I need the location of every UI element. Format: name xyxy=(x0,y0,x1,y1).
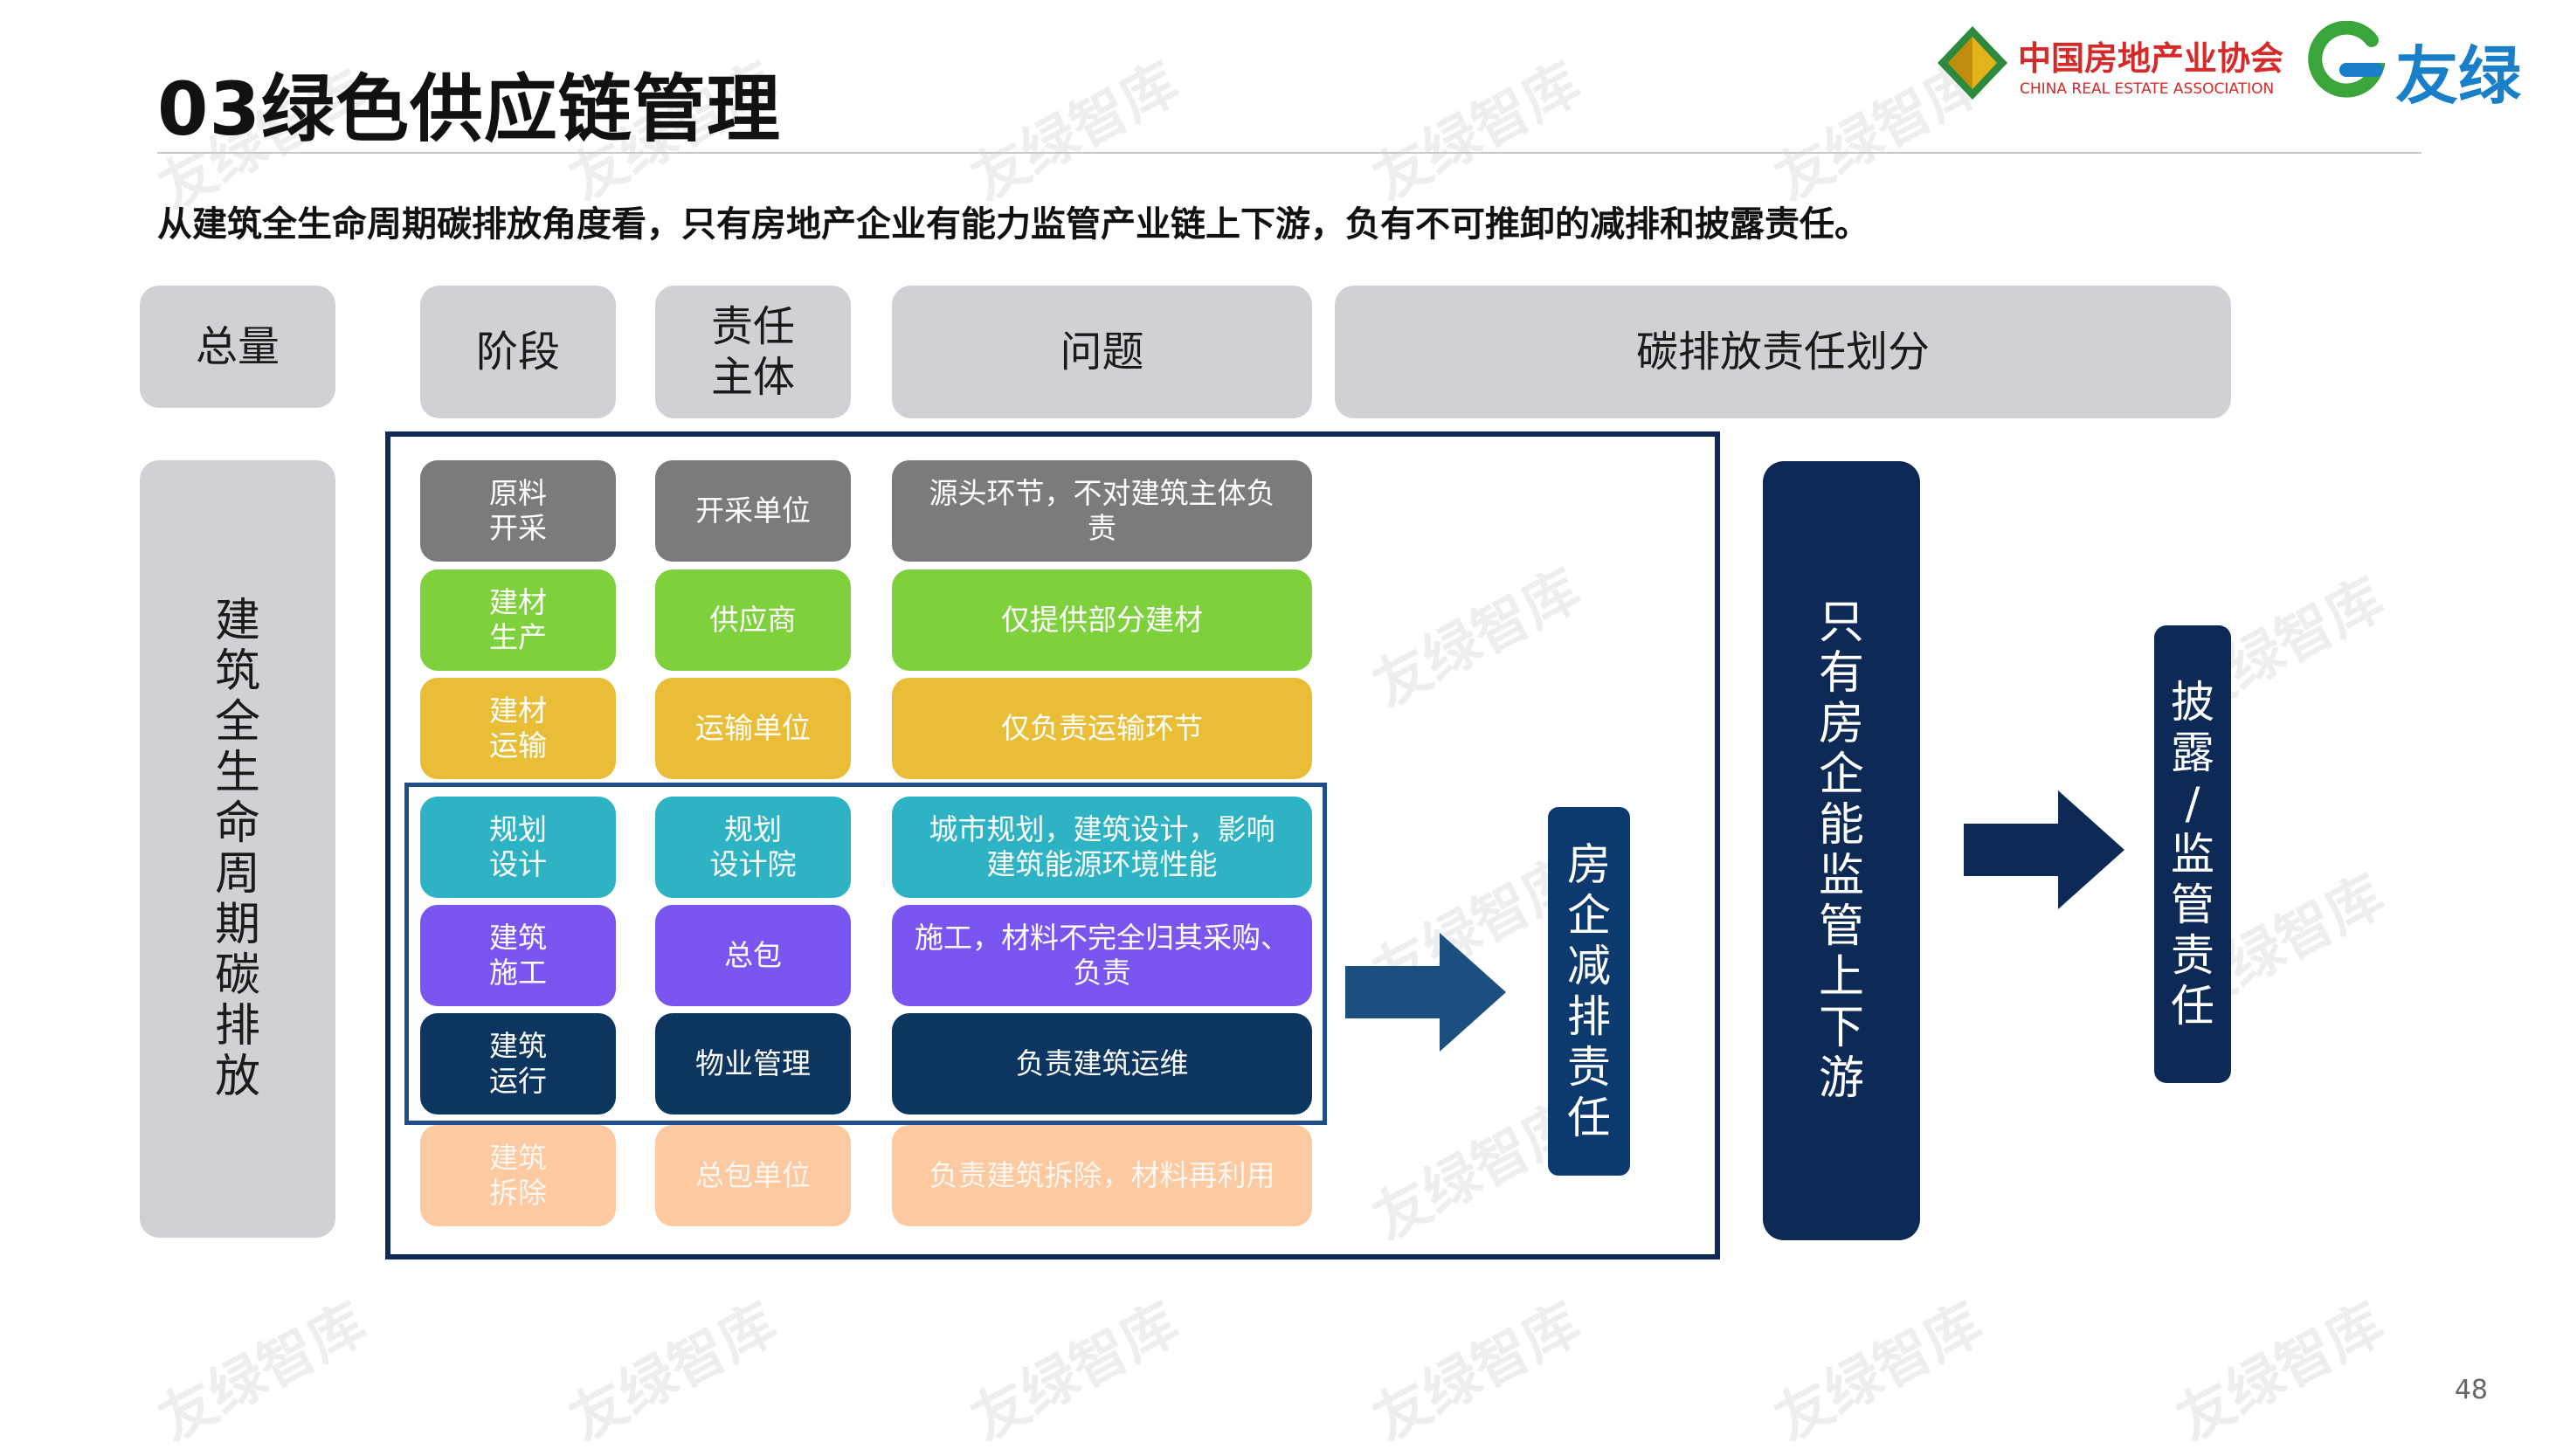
vertical-char: 期 xyxy=(214,899,260,951)
vertical-char: 下 xyxy=(1818,1002,1864,1054)
vertical-char: 监 xyxy=(1818,850,1864,902)
vertical-char: 管 xyxy=(2171,880,2214,930)
vertical-char: 有 xyxy=(1818,647,1864,700)
entity-cell: 供应商 xyxy=(655,569,851,671)
vertical-char: 游 xyxy=(1818,1052,1864,1105)
header-issue: 问题 xyxy=(892,286,1312,418)
scope-frame xyxy=(385,431,1720,1259)
header-division: 碳排放责任划分 xyxy=(1335,286,2231,418)
stage-cell: 原料 开采 xyxy=(420,460,616,562)
vertical-char: 房 xyxy=(1818,698,1864,750)
issue-cell: 负责建筑运维 xyxy=(892,1013,1312,1114)
vertical-char: 碳 xyxy=(214,949,260,1002)
developer-reduction-responsibility: 房企减排责任 xyxy=(1548,807,1630,1176)
entity-cell: 物业管理 xyxy=(655,1013,851,1114)
header-entity: 责任 主体 xyxy=(655,286,851,418)
vertical-char: 能 xyxy=(1818,799,1864,852)
brand-name: 友绿 xyxy=(2395,39,2522,113)
vertical-char: 命 xyxy=(214,797,260,850)
entity-cell: 开采单位 xyxy=(655,460,851,562)
vertical-char: 披 xyxy=(2171,677,2214,728)
vertical-char: 生 xyxy=(214,747,260,799)
total-label: 建筑全生命周期碳排放 xyxy=(215,596,260,1102)
vertical-char: 管 xyxy=(1818,901,1864,953)
vertical-char: 周 xyxy=(214,848,260,901)
vertical-char: / xyxy=(2185,778,2200,829)
vertical-char: 上 xyxy=(1818,951,1864,1004)
entity-cell: 总包单位 xyxy=(655,1125,851,1226)
issue-cell: 仅提供部分建材 xyxy=(892,569,1312,671)
disclosure-supervision-responsibility: 披露/监管责任 xyxy=(2154,625,2231,1083)
vertical-char: 建 xyxy=(214,595,260,647)
stage-cell: 建材 生产 xyxy=(420,569,616,671)
entity-cell: 规划 设计院 xyxy=(655,797,851,898)
vertical-char: 全 xyxy=(214,696,260,749)
stage-cell: 建筑 运行 xyxy=(420,1013,616,1114)
entity-cell: 总包 xyxy=(655,905,851,1006)
vertical-char: 责 xyxy=(2171,930,2214,981)
page-number: 48 xyxy=(2454,1375,2488,1405)
vertical-char: 监 xyxy=(2171,829,2214,880)
header-total: 总量 xyxy=(140,286,335,408)
resp2-label: 只有房企能监管上下游 xyxy=(1819,597,1864,1104)
page-title: 03绿色供应链管理 xyxy=(157,66,781,152)
logo-en-text: CHINA REAL ESTATE ASSOCIATION xyxy=(2020,80,2275,98)
vertical-char: 只 xyxy=(1818,597,1864,649)
cre-association-logo-icon xyxy=(1936,24,2009,101)
issue-cell: 城市规划，建筑设计，影响 建筑能源环境性能 xyxy=(892,797,1312,898)
vertical-char: 任 xyxy=(2171,981,2214,1032)
vertical-char: 房 xyxy=(1567,839,1611,890)
issue-cell: 施工，材料不完全归其采购、 负责 xyxy=(892,905,1312,1006)
vertical-char: 减 xyxy=(1567,941,1611,991)
vertical-char: 露 xyxy=(2171,728,2214,778)
title-divider xyxy=(157,152,2421,154)
vertical-char: 放 xyxy=(214,1051,260,1103)
stage-cell: 建材 运输 xyxy=(420,678,616,779)
entity-cell: 运输单位 xyxy=(655,678,851,779)
vertical-char: 筑 xyxy=(214,645,260,698)
watermark-text: 友绿智库 xyxy=(559,1291,788,1454)
vertical-char: 排 xyxy=(1567,991,1611,1042)
stage-cell: 建筑 施工 xyxy=(420,905,616,1006)
page-subtitle: 从建筑全生命周期碳排放角度看，只有房地产企业有能力监管产业链上下游，负有不可推卸… xyxy=(157,204,1869,245)
header-stage: 阶段 xyxy=(420,286,616,418)
stage-cell: 规划 设计 xyxy=(420,797,616,898)
stage-cell: 建筑 拆除 xyxy=(420,1125,616,1226)
developer-supervise-chain: 只有房企能监管上下游 xyxy=(1763,461,1920,1240)
vertical-char: 任 xyxy=(1567,1093,1611,1143)
vertical-char: 企 xyxy=(1818,749,1864,801)
vertical-char: 排 xyxy=(214,1000,260,1052)
resp1-label: 房企减排责任 xyxy=(1567,839,1611,1143)
watermark-text: 友绿智库 xyxy=(149,1291,377,1454)
arrow-right-icon xyxy=(1964,790,2124,909)
issue-cell: 仅负责运输环节 xyxy=(892,678,1312,779)
watermark-text: 友绿智库 xyxy=(1363,51,1592,214)
watermark-text: 友绿智库 xyxy=(1765,1291,1993,1454)
watermark-text: 友绿智库 xyxy=(961,51,1190,214)
arrow-right-icon xyxy=(1345,933,1506,1052)
issue-cell: 负责建筑拆除，材料再利用 xyxy=(892,1125,1312,1226)
vertical-char: 企 xyxy=(1567,890,1611,941)
highlight-frame xyxy=(404,783,1327,1125)
total-lifecycle-emission: 建筑全生命周期碳排放 xyxy=(140,460,335,1238)
logo-cn-text: 中国房地产业协会 xyxy=(2018,39,2284,78)
youlv-logo-icon xyxy=(2306,20,2387,100)
vertical-char: 责 xyxy=(1567,1042,1611,1093)
resp3-label: 披露/监管责任 xyxy=(2171,677,2214,1032)
watermark-text: 友绿智库 xyxy=(2166,1291,2395,1454)
issue-cell: 源头环节，不对建筑主体负 责 xyxy=(892,460,1312,562)
watermark-text: 友绿智库 xyxy=(1363,1291,1592,1454)
watermark-text: 友绿智库 xyxy=(961,1291,1190,1454)
